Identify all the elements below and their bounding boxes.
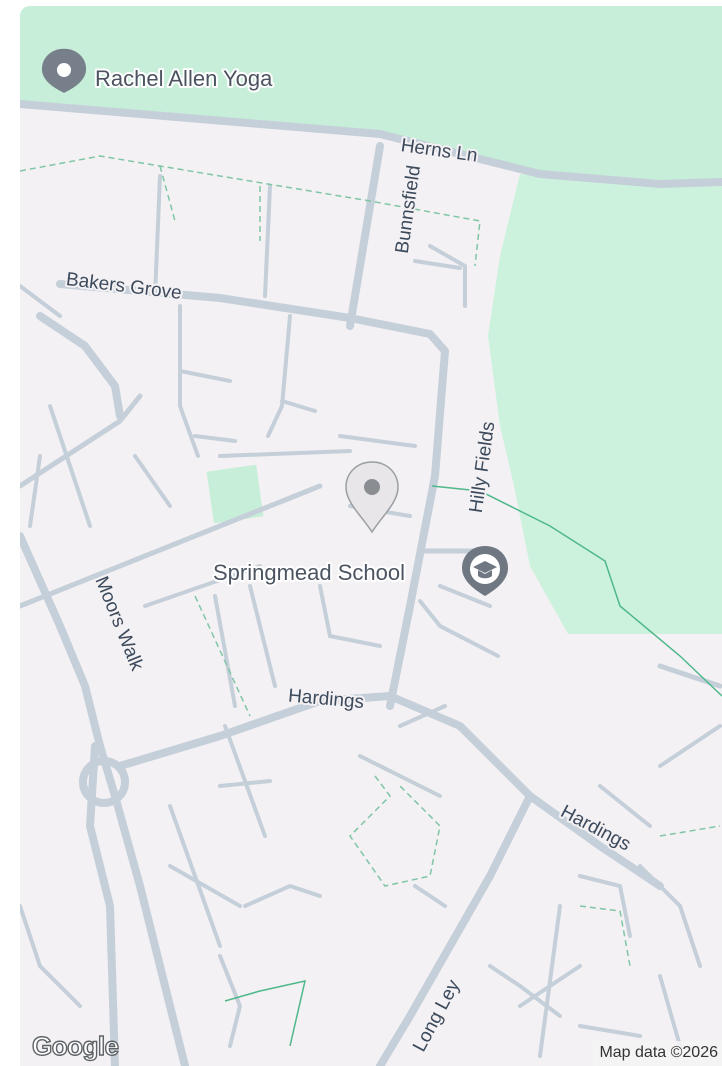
park-area-north [20,6,722,184]
footpaths [20,155,721,967]
map-marker-icon[interactable] [345,461,399,534]
poi-rachel-allen-yoga[interactable]: Rachel Allen Yoga [41,48,275,93]
trails [224,485,722,1047]
street-label-hardings-main: Hardings [287,686,365,714]
google-logo[interactable]: Google [31,1030,119,1061]
map-attribution[interactable]: Map data ©2026 [593,1041,722,1066]
location-pin-icon [41,48,87,93]
map-view[interactable]: Herns Ln Bunnsfield Bakers Grove Hilly F… [20,6,722,1066]
minor-roads [20,174,722,1058]
roundabout [79,757,129,807]
main-roads [20,100,722,1066]
park-area-small [206,464,264,524]
park-area-east [488,174,722,634]
poi-label-yoga: Rachel Allen Yoga [95,66,273,91]
graduation-cap-icon [462,546,508,596]
poi-label-school: Springmead School [213,560,405,585]
poi-springmead-school[interactable]: Springmead School [211,546,508,596]
map-canvas[interactable]: Herns Ln Bunnsfield Bakers Grove Hilly F… [20,6,722,1066]
medium-roads [20,393,722,689]
